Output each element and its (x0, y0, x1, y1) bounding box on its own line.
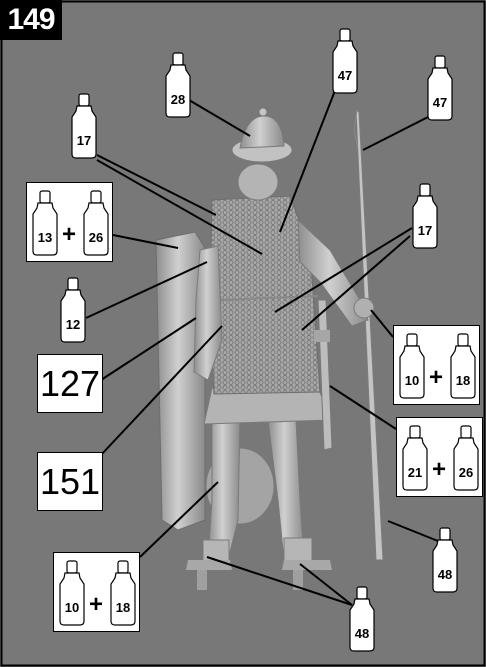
step-number: 149 (0, 0, 62, 40)
paint-mix-sword: 21 + 26 (396, 417, 483, 497)
paint-bottle-icon: 18 (110, 560, 136, 626)
paint-number: 26 (459, 465, 473, 480)
paint-number: 13 (38, 230, 52, 245)
paint-mix-hand: 10 + 18 (393, 325, 480, 405)
plus-sign: + (429, 364, 443, 392)
plus-sign: + (62, 221, 76, 249)
paint-number: 47 (338, 68, 352, 83)
paint-bottle-icon: 26 (83, 190, 109, 256)
paint-number: 12 (66, 317, 80, 332)
paint-mix-shield-edge: 13 + 26 (26, 182, 113, 262)
paint-number: 17 (418, 223, 432, 238)
paint-bottle-icon: 17 (71, 93, 97, 159)
paint-bottle-icon: 47 (332, 28, 358, 94)
paint-bottle-icon: 13 (32, 190, 58, 256)
paint-bottle-icon: 28 (165, 52, 191, 118)
plus-sign: + (89, 591, 103, 619)
paint-number: 48 (438, 567, 452, 582)
paint-bottle-icon: 10 (399, 333, 425, 399)
paint-bottle-icon: 12 (60, 277, 86, 343)
paint-bottle-icon: 10 (59, 560, 85, 626)
plus-sign: + (432, 456, 446, 484)
paint-number: 28 (171, 92, 185, 107)
paint-bottle-icon: 21 (402, 425, 428, 491)
paint-bottle-icon: 18 (450, 333, 476, 399)
paint-number: 18 (116, 600, 130, 615)
paint-number: 10 (405, 373, 419, 388)
paint-number: 10 (65, 600, 79, 615)
paint-bottle-icon: 47 (427, 55, 453, 121)
hand-right (354, 298, 374, 318)
paint-bottle-icon: 48 (349, 586, 375, 652)
paint-bottle-icon: 48 (432, 527, 458, 593)
paint-number: 18 (456, 373, 470, 388)
paint-number: 47 (433, 95, 447, 110)
paint-number: 26 (89, 230, 103, 245)
paint-number: 21 (408, 465, 422, 480)
ref-number-127: 127 (37, 354, 103, 413)
paint-number: 17 (77, 133, 91, 148)
ref-number-151: 151 (37, 452, 103, 511)
neck (238, 164, 278, 200)
paint-number: 48 (355, 626, 369, 641)
paint-bottle-icon: 17 (412, 183, 438, 249)
paint-bottle-icon: 26 (453, 425, 479, 491)
paint-mix-leg: 10 + 18 (53, 552, 140, 632)
